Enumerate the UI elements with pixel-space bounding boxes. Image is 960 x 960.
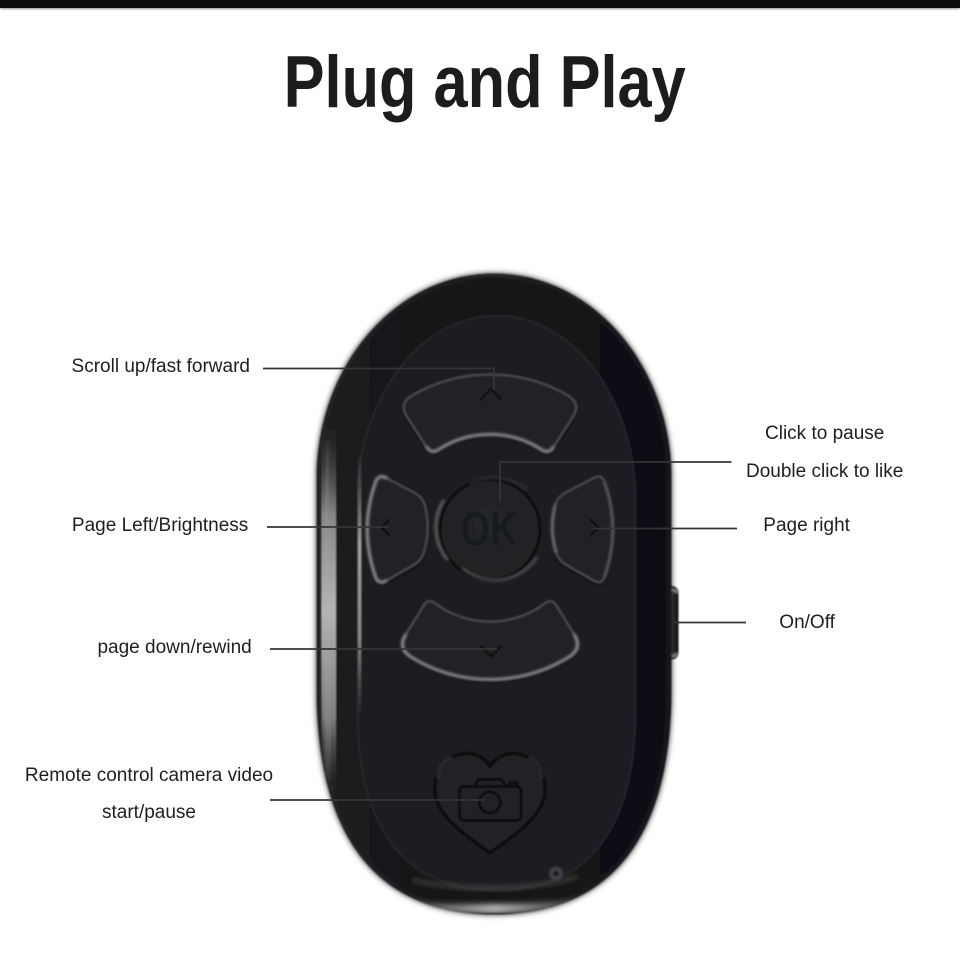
svg-text:OK: OK [461, 503, 518, 556]
